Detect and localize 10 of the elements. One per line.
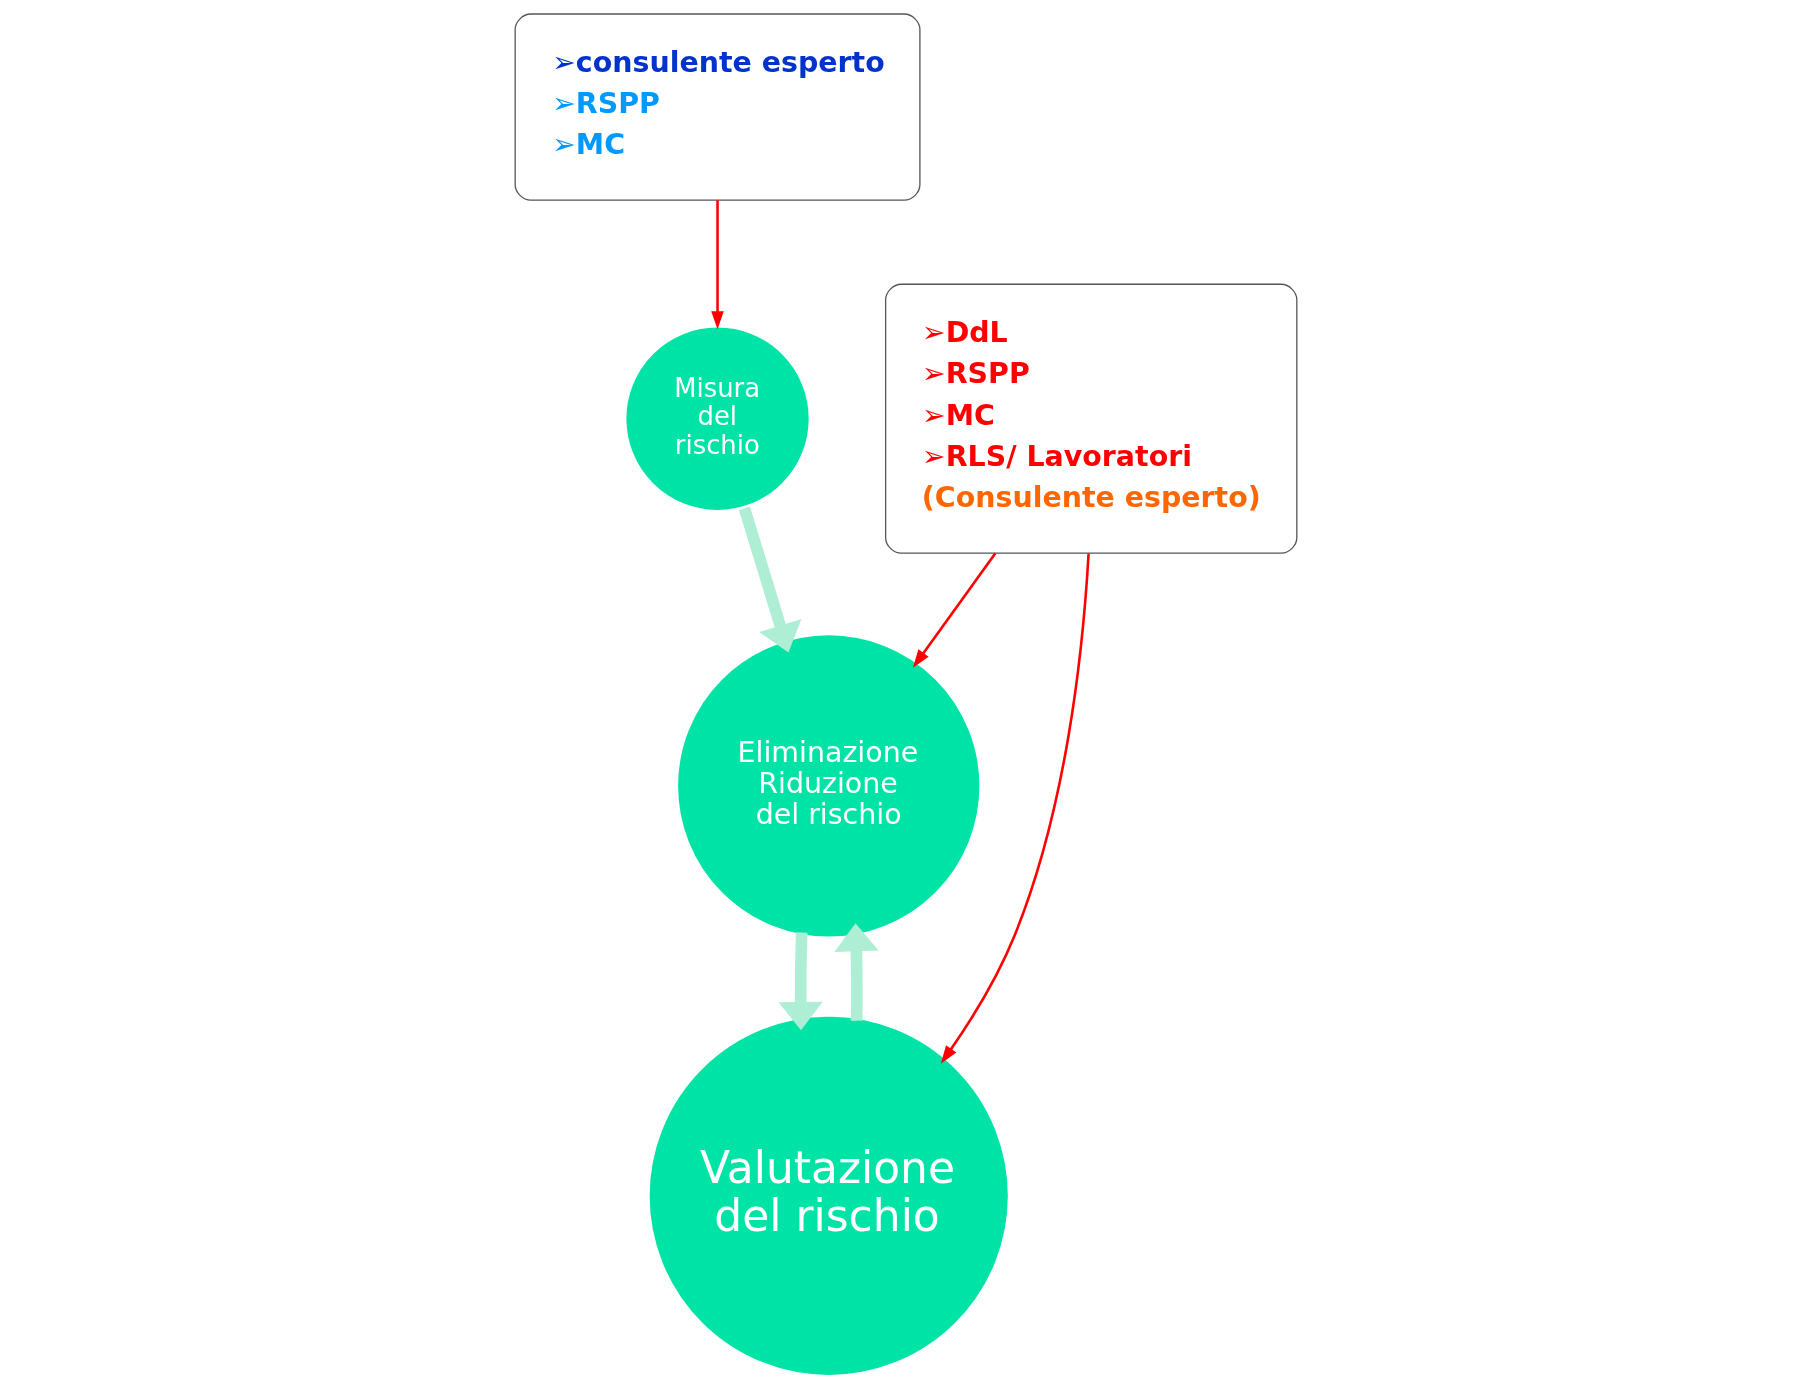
arrow <box>940 553 1090 1064</box>
arrow <box>738 506 801 653</box>
node-box: ➢DdL ➢RSPP ➢MC ➢RLS/ Lavoratori (Consulente esperto) <box>884 283 1297 554</box>
arrow <box>912 552 996 668</box>
node-circle: Valutazione del rischio <box>649 1016 1008 1375</box>
arrow <box>710 200 724 330</box>
arrow <box>833 923 879 1021</box>
node-box: ➢consulente esperto ➢RSPP ➢MC <box>514 13 921 201</box>
arrow <box>777 932 823 1031</box>
node-circle: Eliminazione Riduzione del rischio <box>677 635 979 937</box>
